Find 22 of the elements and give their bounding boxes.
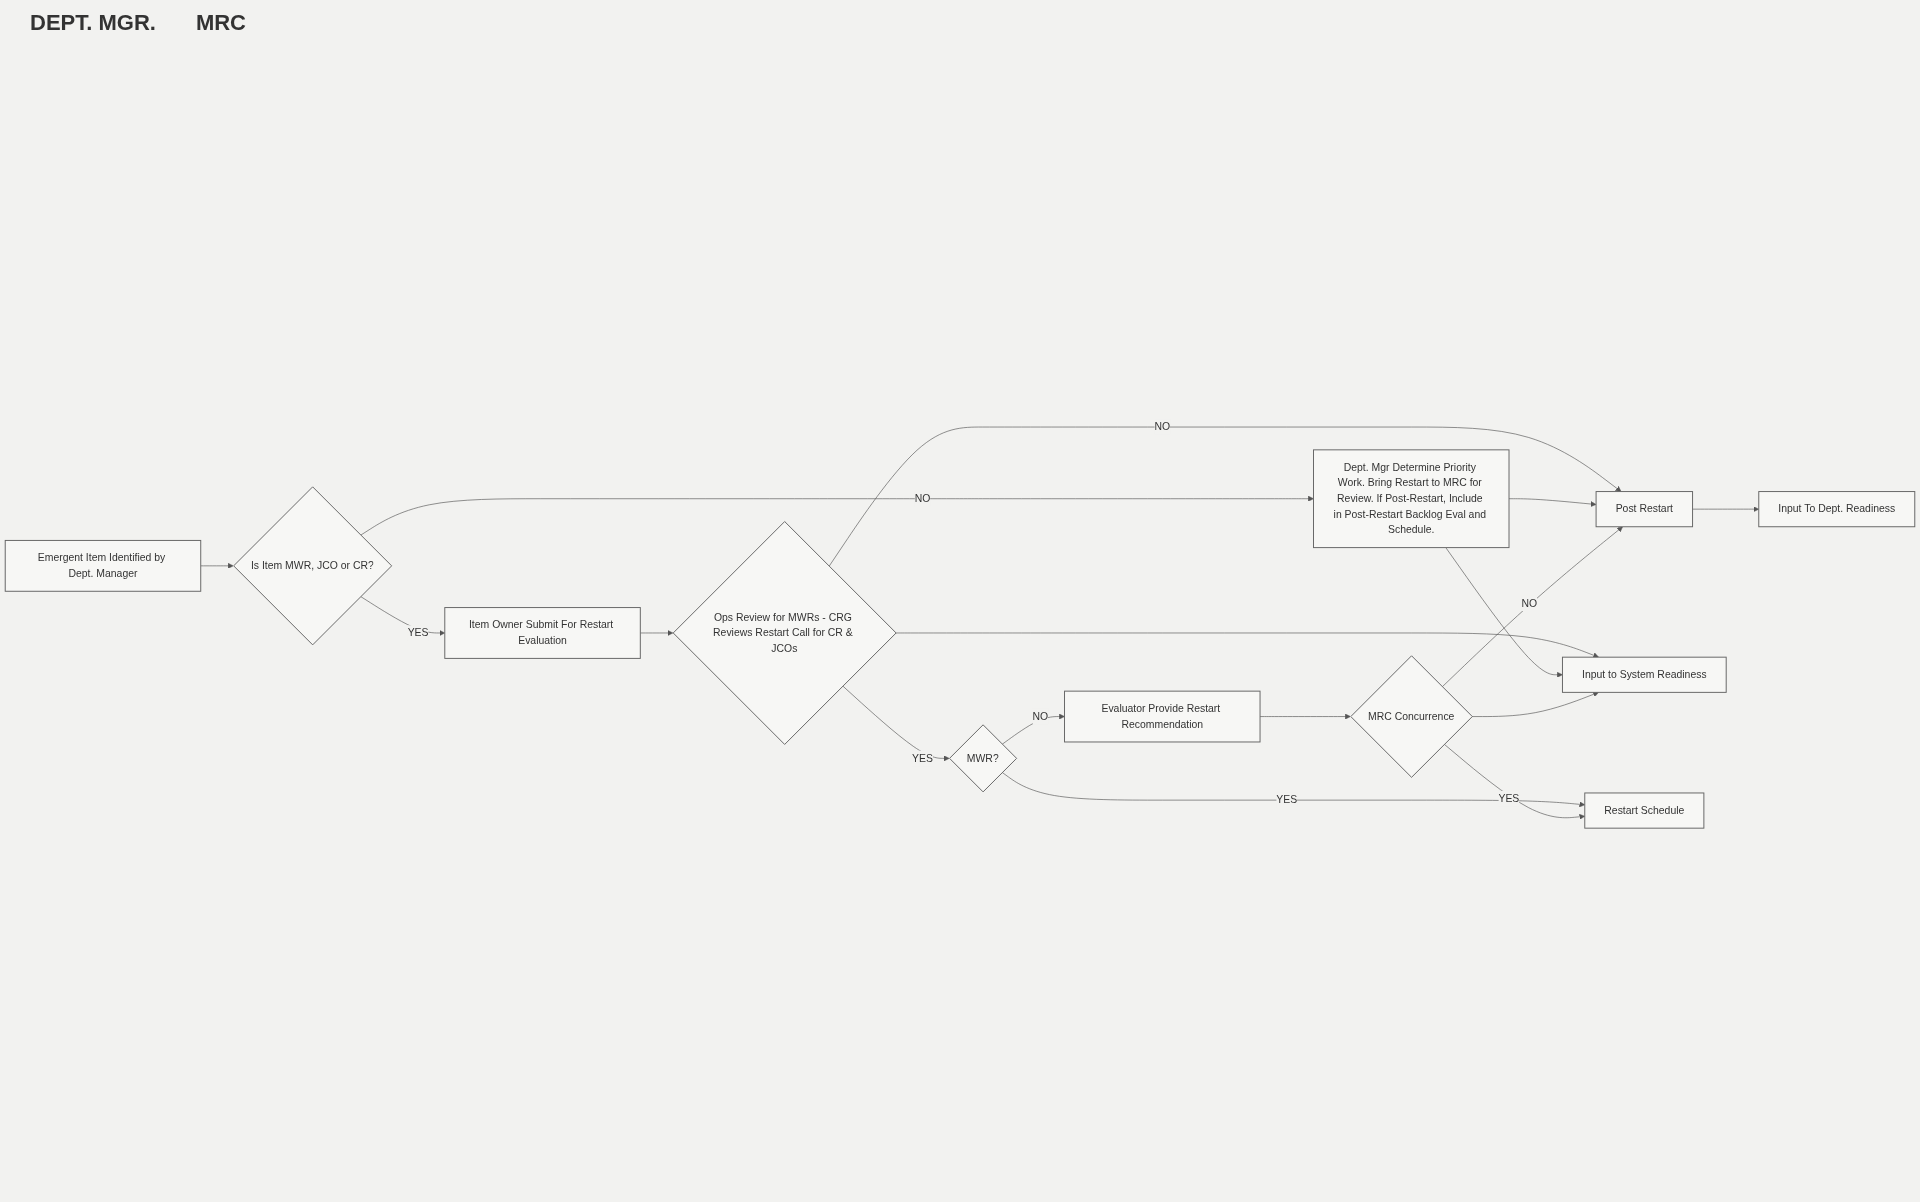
node-diamond: MWR? — [949, 724, 1018, 793]
node-box: Dept. Mgr Determine Priority Work. Bring Restart to MRC for Review. If Post-Restart, Include in Post-Restart Backlog Eval and Schedule. — [1313, 449, 1510, 549]
node-box: Input To Dept. Readiness — [1758, 491, 1916, 528]
edge-label: NO — [1521, 597, 1538, 609]
edge-label: YES — [1498, 792, 1520, 804]
edge-label: NO — [1032, 711, 1049, 723]
note-label: DEPT. MGR. — [30, 10, 156, 36]
edge-label: NO — [1154, 421, 1171, 433]
edge-label: YES — [407, 627, 429, 639]
node-diamond: Ops Review for MWRs - CRG Reviews Restart Call for CR & JCOs — [672, 521, 897, 746]
node-box: Post Restart — [1595, 491, 1694, 528]
node-box: Item Owner Submit For Restart Evaluation — [444, 607, 641, 660]
node-box: Emergent Item Identified by Dept. Manager — [4, 540, 202, 593]
note-label: MRC — [195, 10, 246, 36]
node-box: Input to System Readiness — [1561, 657, 1727, 694]
edge-label: NO — [914, 493, 931, 505]
node-box: Evaluator Provide Restart Recommendation — [1064, 690, 1261, 743]
node-box: Restart Schedule — [1584, 792, 1705, 829]
node-diamond: MRC Concurrence — [1350, 655, 1473, 779]
node-diamond: Is Item MWR, JCO or CR? — [233, 486, 393, 646]
edge-label: YES — [912, 752, 933, 764]
edge-label: YES — [1276, 794, 1298, 806]
